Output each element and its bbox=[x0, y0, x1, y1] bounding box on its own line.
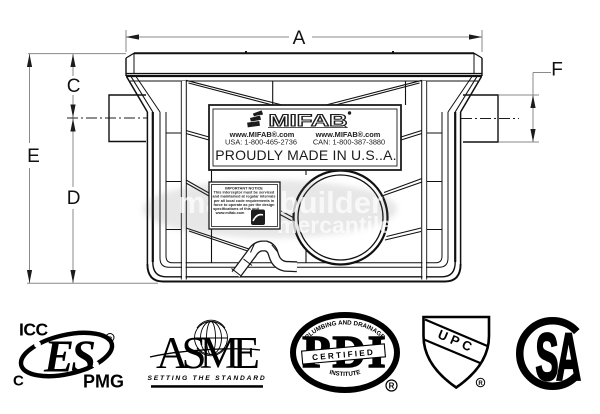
svg-text:IMPORTANT NOTICE: IMPORTANT NOTICE bbox=[225, 187, 263, 191]
svg-text:R: R bbox=[389, 382, 395, 391]
svg-text:SETTING THE STANDARD: SETTING THE STANDARD bbox=[147, 375, 266, 382]
svg-text:E: E bbox=[27, 146, 40, 167]
svg-text:SA: SA bbox=[535, 321, 580, 395]
svg-text:PMG: PMG bbox=[83, 372, 124, 392]
svg-text:per all local code requirement: per all local code requirements in bbox=[214, 199, 275, 203]
svg-text:USA: 1-800-465-2736: USA: 1-800-465-2736 bbox=[225, 138, 297, 147]
svg-text:CAN: 1-800-387-3880: CAN: 1-800-387-3880 bbox=[313, 138, 385, 147]
svg-text:INSTITUTE: INSTITUTE bbox=[329, 369, 362, 378]
svg-text:C: C bbox=[13, 373, 24, 390]
svg-text:ES: ES bbox=[43, 332, 95, 382]
svg-text:ICC: ICC bbox=[19, 320, 49, 340]
svg-text:R: R bbox=[478, 381, 483, 387]
svg-text:mercantile: mercantile bbox=[277, 212, 392, 238]
svg-text:This interceptor must be servi: This interceptor must be serviced bbox=[214, 191, 275, 195]
svg-text:specifications of this unit: specifications of this unit bbox=[213, 207, 260, 211]
svg-text:PROUDLY MADE IN U.S..A.: PROUDLY MADE IN U.S..A. bbox=[215, 147, 396, 163]
svg-text:A: A bbox=[293, 28, 306, 49]
svg-text:and maintained at regular inte: and maintained at regular intervals bbox=[213, 195, 276, 199]
svg-text:www.MIFAB®.com: www.MIFAB®.com bbox=[229, 130, 295, 139]
svg-text:R: R bbox=[108, 336, 112, 342]
svg-text:C: C bbox=[67, 76, 81, 97]
svg-text:F: F bbox=[551, 60, 563, 81]
svg-text:www.MIFAB®.com: www.MIFAB®.com bbox=[315, 130, 381, 139]
svg-text:D: D bbox=[67, 188, 81, 209]
svg-text:force to operate as per the de: force to operate as per the design bbox=[214, 203, 276, 207]
svg-text:MIFAB: MIFAB bbox=[269, 111, 348, 130]
svg-text:www.mifab.com: www.mifab.com bbox=[215, 211, 245, 215]
